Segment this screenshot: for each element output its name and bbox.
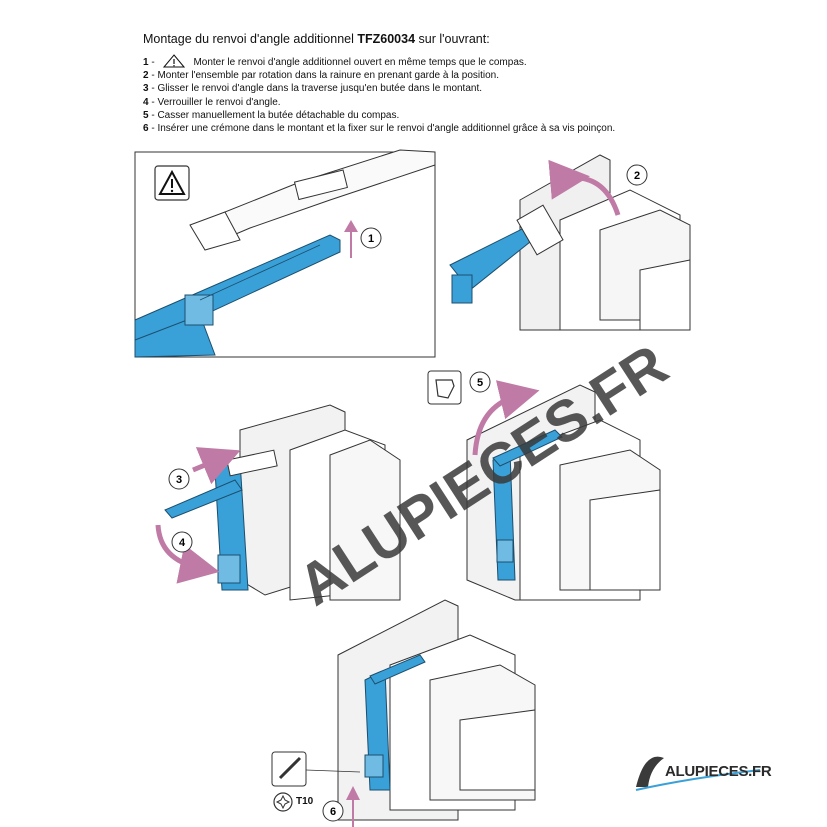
step-3: 3 - Glisser le renvoi d'angle dans la tr… bbox=[143, 83, 483, 95]
rotate-arrow-icon bbox=[472, 380, 540, 456]
warning-icon bbox=[163, 54, 186, 68]
steps-list: 1 - Monter le renvoi d'angle additionnel… bbox=[143, 54, 615, 135]
step-5: 5 - Casser manuellement la butée détacha… bbox=[143, 109, 400, 121]
arrow-up-icon bbox=[344, 220, 358, 258]
step-1: 1 - Monter le renvoi d'angle additionnel… bbox=[143, 54, 615, 69]
callout-4 bbox=[171, 531, 193, 553]
illustration-step-1: 1 bbox=[134, 149, 436, 358]
callout-4-label: 4 bbox=[179, 537, 186, 549]
hand-box bbox=[427, 370, 462, 405]
rotate-arrow-icon bbox=[155, 524, 220, 584]
callout-2-label: 2 bbox=[634, 170, 640, 182]
callout-3-label: 3 bbox=[176, 474, 182, 486]
brand-logo-icon bbox=[636, 756, 664, 787]
arrow-up-icon bbox=[346, 786, 360, 827]
brand-logo: ALUPIECES.FR bbox=[665, 763, 772, 780]
tool-label: T10 bbox=[296, 796, 314, 807]
callout-1-label: 1 bbox=[368, 233, 374, 245]
callout-6 bbox=[322, 800, 344, 822]
hand-icon bbox=[435, 379, 455, 399]
step-4: 4 - Verrouiller le renvoi d'angle. bbox=[143, 96, 281, 108]
callout-1 bbox=[360, 227, 382, 249]
step-2: 2 - Monter l'ensemble par rotation dans … bbox=[143, 70, 500, 82]
torx-icon bbox=[273, 792, 293, 812]
step-6: 6 - Insérer une crémone dans le montant … bbox=[143, 123, 616, 135]
callout-3 bbox=[168, 468, 190, 490]
callout-6-label: 6 bbox=[330, 806, 336, 818]
illustration-steps-3-4: 3 4 bbox=[155, 404, 401, 601]
illustration-step-5: 5 bbox=[427, 370, 661, 601]
callout-2 bbox=[626, 164, 648, 186]
illustration-step-6: 6 bbox=[271, 599, 536, 827]
warning-icon bbox=[158, 169, 186, 195]
rotate-arrow-icon bbox=[548, 159, 621, 216]
screwdriver-icon bbox=[278, 756, 302, 780]
callout-5 bbox=[469, 371, 491, 393]
page-title: Montage du renvoi d'angle additionnel TF… bbox=[143, 32, 490, 46]
callout-5-label: 5 bbox=[477, 377, 483, 389]
slide-arrow-icon bbox=[192, 447, 241, 485]
illustration-step-2: 2 bbox=[449, 154, 691, 331]
